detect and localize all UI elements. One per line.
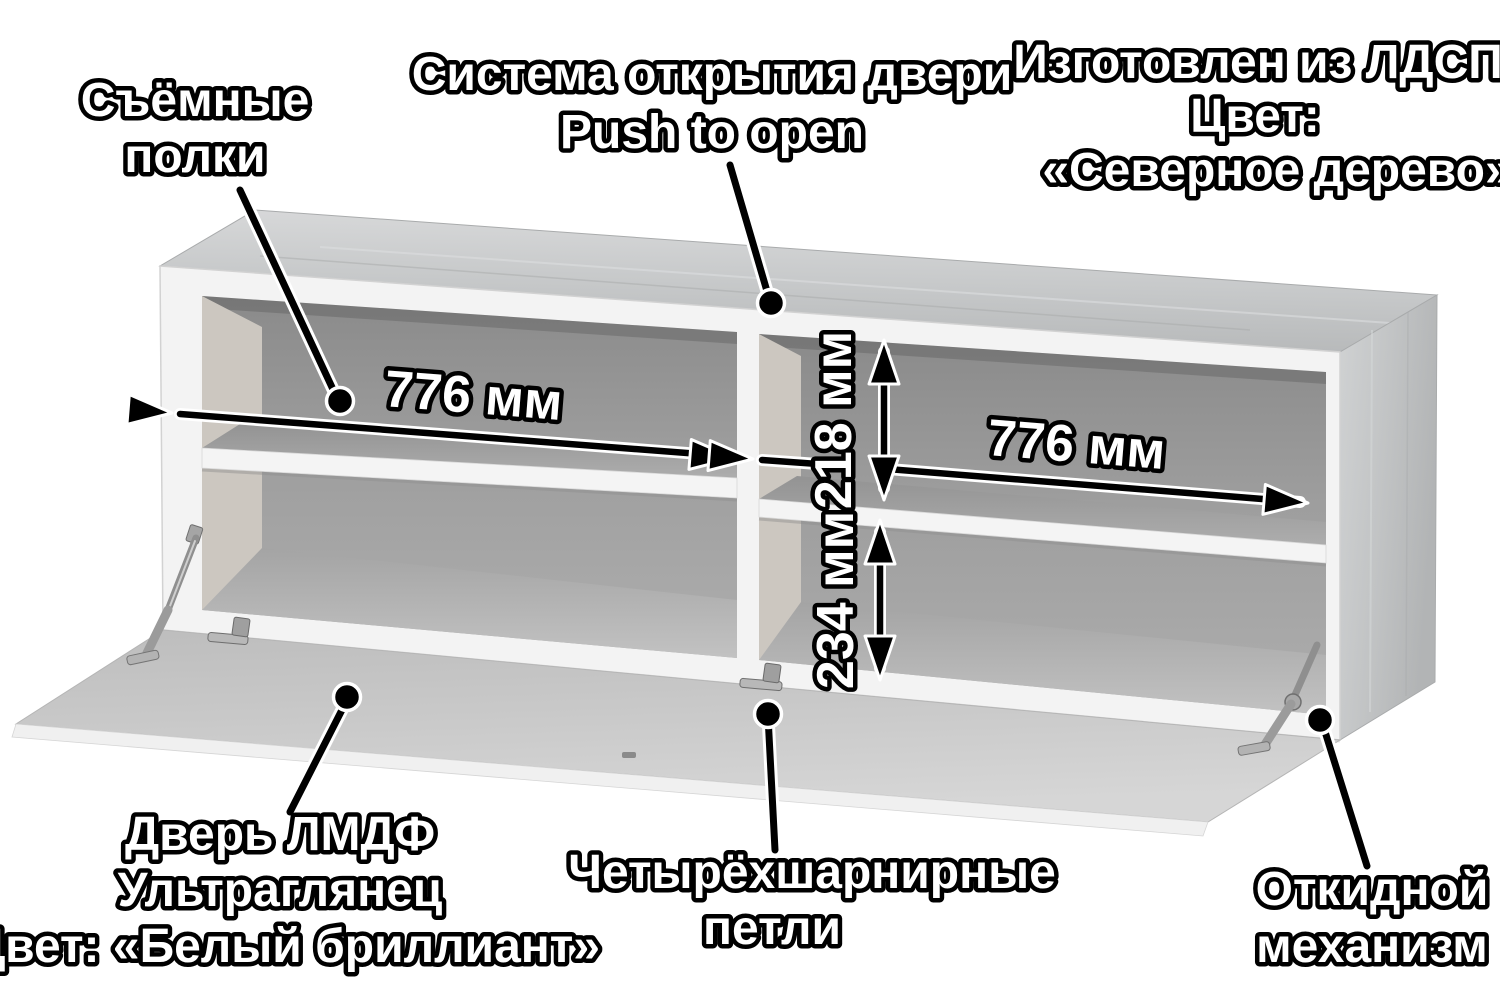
arrowhead-down bbox=[867, 454, 901, 502]
lift-stay-lower-arm bbox=[1259, 699, 1296, 751]
cabinet-right-side-panel bbox=[1339, 294, 1438, 741]
label-hinges: Четырёхшарнирные петли bbox=[564, 842, 1061, 960]
left-compartment-floor bbox=[202, 548, 737, 658]
lift-stay-right bbox=[1237, 641, 1321, 756]
leader-line bbox=[764, 712, 779, 854]
dimension-label-upper-height: 218 мм bbox=[805, 331, 863, 509]
label-material: Изготовлен из ЛДСП Цвет: «Северное дерев… bbox=[1009, 32, 1500, 202]
left-compartment-top-shadow bbox=[202, 296, 737, 344]
arrowhead-up bbox=[863, 518, 897, 566]
wood-grain-line bbox=[1369, 329, 1373, 713]
door-bumper bbox=[622, 752, 636, 758]
label-line: петли bbox=[703, 902, 841, 955]
label-line: механизм bbox=[1256, 920, 1488, 973]
wood-grain-line bbox=[1405, 311, 1409, 697]
right-compartment-floor bbox=[759, 602, 1326, 715]
lift-stay-foot bbox=[126, 649, 160, 666]
door-front-edge bbox=[11, 723, 1209, 837]
leader-flip-mechanism bbox=[1304, 704, 1374, 873]
arrowhead-left bbox=[706, 439, 755, 473]
lift-stay-lower-arm bbox=[142, 605, 173, 658]
dimensions: 776 мм 776 мм 218 мм 234 мм bbox=[125, 326, 1310, 694]
left-shelf-top-surface bbox=[202, 424, 737, 478]
dimension-label-lower-height: 234 мм bbox=[807, 511, 865, 689]
label-line: Откидной bbox=[1256, 863, 1489, 916]
leader-line bbox=[236, 186, 341, 402]
lift-stay-arm-highlight bbox=[169, 540, 196, 607]
open-door bbox=[11, 629, 1342, 837]
leader-door bbox=[283, 681, 363, 819]
right-compartment bbox=[758, 334, 1327, 715]
label-line: «Северное дерево» bbox=[1042, 144, 1500, 197]
door-hinge-middle bbox=[739, 662, 783, 692]
left-shelf-front-edge bbox=[201, 447, 738, 499]
label-door: Дверь ЛМДФ Ультраглянец Цвет: «Белый бри… bbox=[0, 804, 604, 978]
right-compartment-top-shadow bbox=[759, 334, 1326, 384]
hinge-cup bbox=[762, 662, 782, 684]
leader-line bbox=[726, 161, 773, 302]
leader-dot bbox=[331, 681, 363, 713]
dimension-lower-height: 234 мм bbox=[803, 506, 897, 694]
lift-stay-left bbox=[126, 524, 204, 666]
leader-removable-shelves bbox=[233, 183, 356, 417]
arrowhead-left bbox=[125, 393, 174, 426]
hardware bbox=[126, 524, 1321, 756]
dimension-line bbox=[176, 410, 730, 460]
label-line: Push to open bbox=[560, 106, 864, 159]
label-removable-shelves: Съёмные полки bbox=[76, 70, 314, 188]
leader-dot bbox=[752, 698, 784, 730]
dimension-stub bbox=[758, 456, 822, 468]
leader-push-to-open bbox=[723, 158, 787, 319]
label-line: Цвет: bbox=[1190, 90, 1320, 143]
dimension-label-right-width: 776 мм bbox=[985, 409, 1167, 481]
dimension-right-width: 776 мм bbox=[706, 405, 1310, 516]
left-compartment bbox=[201, 296, 738, 658]
leader-dot bbox=[324, 385, 356, 417]
leader-line bbox=[1318, 718, 1371, 870]
label-line: полки bbox=[124, 130, 265, 183]
right-shelf-shadow bbox=[758, 517, 1327, 567]
cabinet bbox=[158, 209, 1439, 743]
wood-grain-line bbox=[319, 246, 1391, 324]
leader-dot bbox=[755, 287, 787, 319]
right-shelf-top-surface bbox=[759, 476, 1326, 545]
door-hinge-left bbox=[207, 616, 251, 645]
label-line: Четырёхшарнирные bbox=[568, 846, 1056, 899]
hinge-cup bbox=[231, 616, 251, 638]
lift-stay-foot bbox=[1237, 741, 1271, 756]
label-flip-mechanism: Откидной механизм bbox=[1251, 859, 1493, 978]
label-push-to-open: Система открытия двери Push to open bbox=[407, 44, 1017, 164]
arrowhead-up bbox=[867, 338, 901, 386]
arrowhead-right bbox=[1261, 482, 1310, 516]
wood-grain-line bbox=[259, 255, 1251, 331]
arrowhead-down bbox=[863, 634, 897, 682]
label-line: Изготовлен из ЛДСП bbox=[1013, 36, 1500, 89]
dimension-line bbox=[884, 465, 1304, 506]
label-line: Цвет: «Белый бриллиант» bbox=[0, 920, 600, 973]
label-line: Система открытия двери bbox=[412, 48, 1013, 101]
right-shelf-front-edge bbox=[758, 498, 1327, 564]
callout-labels: Съёмные полки Система открытия двери Pus… bbox=[0, 32, 1500, 978]
dimension-upper-height: 218 мм bbox=[801, 326, 901, 514]
leader-hinges bbox=[752, 698, 784, 857]
left-shelf-shadow bbox=[201, 468, 738, 502]
leader-dot bbox=[1304, 704, 1336, 736]
label-line: Дверь ЛМДФ bbox=[125, 808, 435, 861]
label-line: Ультраглянец bbox=[118, 864, 443, 917]
leader-line bbox=[286, 696, 351, 816]
label-line: Съёмные bbox=[81, 74, 310, 127]
callout-leaders bbox=[233, 158, 1374, 873]
